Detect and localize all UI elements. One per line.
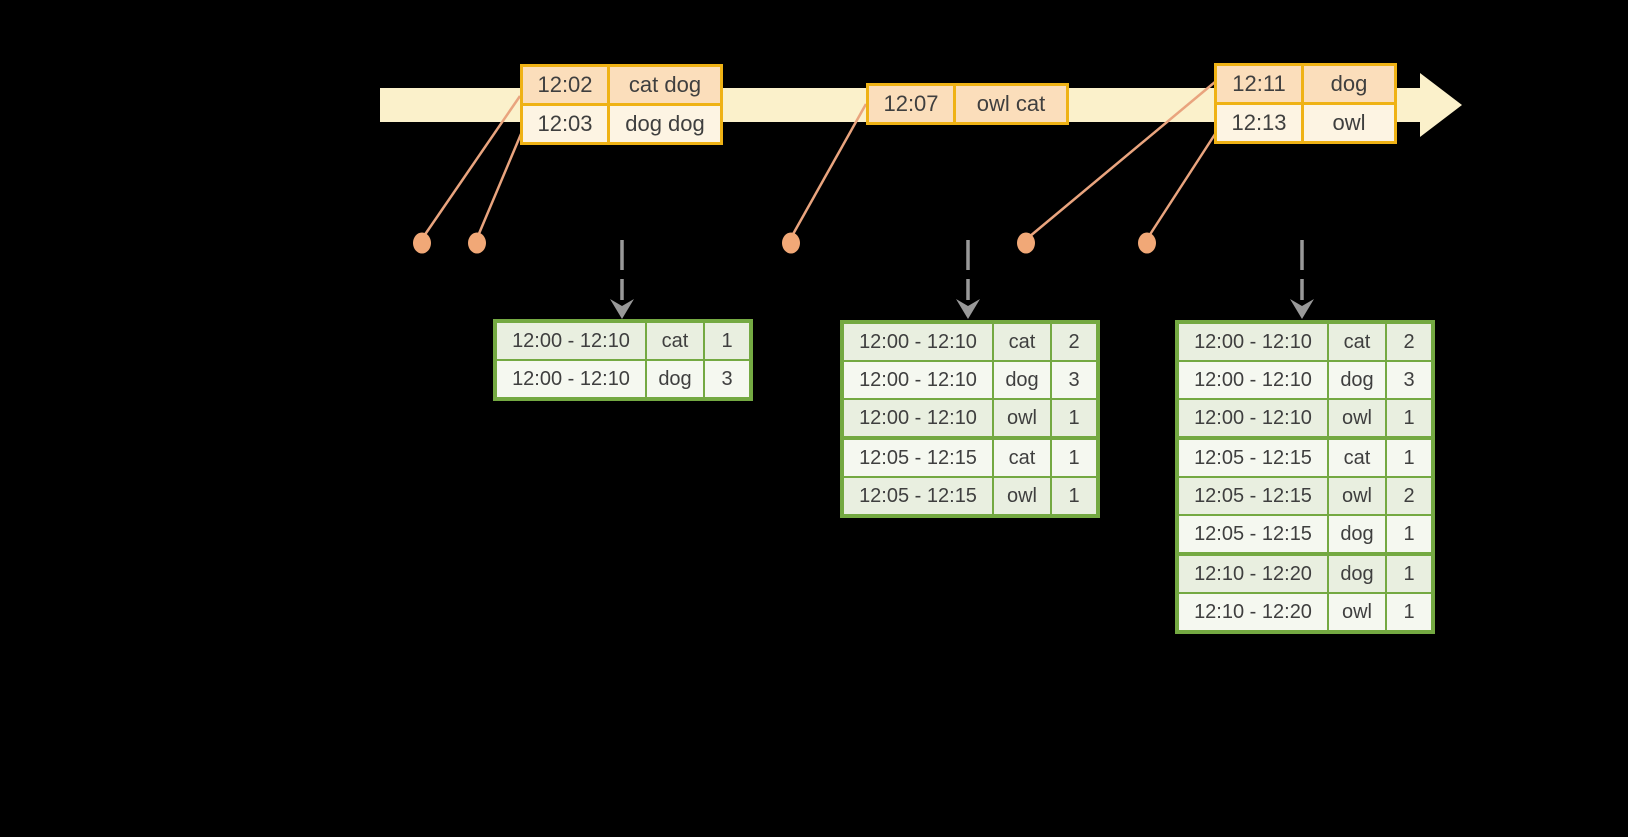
event-time-cell: 12:13 xyxy=(1214,102,1304,144)
event-dots xyxy=(413,232,1156,254)
word-cell: dog xyxy=(992,360,1052,400)
table-row: 12:00 - 12:10 dog 3 xyxy=(494,359,752,400)
table-row: 12:00 - 12:10 dog 3 xyxy=(841,360,1099,400)
window-cell: 12:00 - 12:10 xyxy=(841,360,994,400)
result-table-1: 12:00 - 12:10 cat 1 12:00 - 12:10 dog 3 xyxy=(493,319,753,401)
connector-line xyxy=(422,95,522,237)
count-cell: 1 xyxy=(1385,436,1434,478)
event-words-cell: owl xyxy=(1301,102,1397,144)
table-row: 12:02 cat dog xyxy=(520,64,723,106)
table-row: 12:10 - 12:20 owl 1 xyxy=(1176,592,1434,633)
count-cell: 1 xyxy=(1050,436,1099,478)
event-dot-icon xyxy=(782,232,800,254)
word-cell: cat xyxy=(645,320,705,361)
arrowhead-icon xyxy=(1290,299,1314,319)
table-row: 12:13 owl xyxy=(1214,102,1397,144)
word-cell: cat xyxy=(1327,436,1387,478)
count-cell: 1 xyxy=(703,320,752,361)
table-row: 12:00 - 12:10 owl 1 xyxy=(841,398,1099,439)
event-dot-icon xyxy=(1138,232,1156,254)
arrowhead-icon xyxy=(956,299,980,319)
table-row: 12:05 - 12:15 owl 1 xyxy=(841,476,1099,517)
table-row: 12:00 - 12:10 cat 1 xyxy=(494,320,752,361)
table-row: 12:00 - 12:10 dog 3 xyxy=(1176,360,1434,400)
word-cell: owl xyxy=(1327,592,1387,633)
window-cell: 12:05 - 12:15 xyxy=(1176,436,1329,478)
count-cell: 1 xyxy=(1050,476,1099,517)
event-words-cell: dog dog xyxy=(607,103,723,145)
count-cell: 2 xyxy=(1050,321,1099,362)
table-row: 12:10 - 12:20 dog 1 xyxy=(1176,552,1434,594)
count-cell: 1 xyxy=(1385,552,1434,594)
word-cell: owl xyxy=(1327,398,1387,439)
word-cell: owl xyxy=(1327,476,1387,516)
table-row: 12:05 - 12:15 owl 2 xyxy=(1176,476,1434,516)
window-cell: 12:00 - 12:10 xyxy=(494,320,647,361)
table-row: 12:05 - 12:15 cat 1 xyxy=(1176,436,1434,478)
event-time-cell: 12:07 xyxy=(866,83,956,125)
event-words-cell: owl cat xyxy=(953,83,1069,125)
count-cell: 3 xyxy=(1050,360,1099,400)
window-cell: 12:05 - 12:15 xyxy=(1176,476,1329,516)
window-cell: 12:10 - 12:20 xyxy=(1176,552,1329,594)
word-cell: cat xyxy=(992,436,1052,478)
count-cell: 3 xyxy=(1385,360,1434,400)
connector-line xyxy=(1147,127,1221,237)
connector-line xyxy=(476,133,523,237)
count-cell: 2 xyxy=(1385,321,1434,362)
table-row: 12:05 - 12:15 dog 1 xyxy=(1176,514,1434,555)
window-cell: 12:00 - 12:10 xyxy=(1176,360,1329,400)
event-table-1: 12:02 cat dog 12:03 dog dog xyxy=(520,64,723,145)
count-cell: 1 xyxy=(1385,592,1434,633)
word-cell: dog xyxy=(1327,360,1387,400)
timeline-arrowhead-icon xyxy=(1420,73,1462,137)
table-row: 12:00 - 12:10 owl 1 xyxy=(1176,398,1434,439)
event-dot-icon xyxy=(413,232,431,254)
window-cell: 12:05 - 12:15 xyxy=(1176,514,1329,555)
window-cell: 12:05 - 12:15 xyxy=(841,436,994,478)
result-table-3: 12:00 - 12:10 cat 2 12:00 - 12:10 dog 3 … xyxy=(1175,320,1435,634)
event-connector-lines xyxy=(422,81,1221,238)
window-cell: 12:00 - 12:10 xyxy=(1176,321,1329,362)
word-cell: cat xyxy=(1327,321,1387,362)
event-words-cell: cat dog xyxy=(607,64,723,106)
table-row: 12:05 - 12:15 cat 1 xyxy=(841,436,1099,478)
event-dot-icon xyxy=(1017,232,1035,254)
event-table-2: 12:07 owl cat xyxy=(866,83,1069,125)
word-cell: dog xyxy=(1327,514,1387,555)
word-cell: owl xyxy=(992,476,1052,517)
event-words-cell: dog xyxy=(1301,63,1397,105)
table-row: 12:00 - 12:10 cat 2 xyxy=(1176,321,1434,362)
count-cell: 2 xyxy=(1385,476,1434,516)
window-cell: 12:10 - 12:20 xyxy=(1176,592,1329,633)
word-cell: cat xyxy=(992,321,1052,362)
result-table-2: 12:00 - 12:10 cat 2 12:00 - 12:10 dog 3 … xyxy=(840,320,1100,518)
table-row: 12:03 dog dog xyxy=(520,103,723,145)
event-table-3: 12:11 dog 12:13 owl xyxy=(1214,63,1397,144)
word-cell: dog xyxy=(645,359,705,400)
count-cell: 1 xyxy=(1385,398,1434,439)
connector-line xyxy=(1028,81,1216,238)
window-cell: 12:00 - 12:10 xyxy=(494,359,647,400)
table-row: 12:11 dog xyxy=(1214,63,1397,105)
event-time-cell: 12:02 xyxy=(520,64,610,106)
window-cell: 12:05 - 12:15 xyxy=(841,476,994,517)
count-cell: 3 xyxy=(703,359,752,400)
count-cell: 1 xyxy=(1050,398,1099,439)
arrowhead-icon xyxy=(610,299,634,319)
word-cell: dog xyxy=(1327,552,1387,594)
window-cell: 12:00 - 12:10 xyxy=(841,321,994,362)
count-cell: 1 xyxy=(1385,514,1434,555)
table-row: 12:07 owl cat xyxy=(866,83,1069,125)
connector-line xyxy=(790,103,868,237)
event-dot-icon xyxy=(468,232,486,254)
trigger-arrows xyxy=(610,240,1314,319)
event-time-cell: 12:03 xyxy=(520,103,610,145)
word-cell: owl xyxy=(992,398,1052,439)
event-time-cell: 12:11 xyxy=(1214,63,1304,105)
window-cell: 12:00 - 12:10 xyxy=(1176,398,1329,439)
table-row: 12:00 - 12:10 cat 2 xyxy=(841,321,1099,362)
window-cell: 12:00 - 12:10 xyxy=(841,398,994,439)
